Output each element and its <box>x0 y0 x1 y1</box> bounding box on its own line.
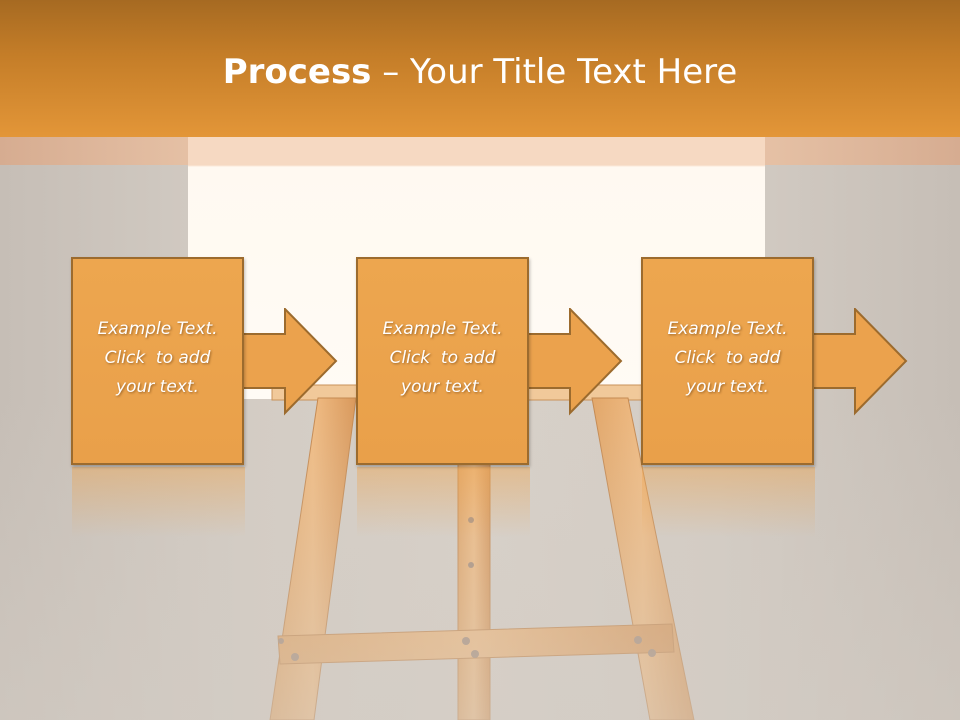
title-rest: – Your Title Text Here <box>371 52 738 92</box>
step-2-arrow-icon <box>527 308 623 416</box>
title-strong: Process <box>222 52 372 92</box>
slide-title[interactable]: Process – Your Title Text Here <box>0 52 960 92</box>
step-3-line-2: Click to add <box>674 348 781 368</box>
step-2-line-2: Click to add <box>389 348 496 368</box>
step-2-box[interactable]: Example Text. Click to add your text. <box>356 257 529 465</box>
step-3-box[interactable]: Example Text. Click to add your text. <box>641 257 814 465</box>
step-1-line-2: Click to add <box>104 348 211 368</box>
step-2-line-1: Example Text. <box>382 319 503 339</box>
step-1-arrow-icon <box>242 308 338 416</box>
step-2-text[interactable]: Example Text. Click to add your text. <box>358 315 527 402</box>
step-3-line-1: Example Text. <box>667 319 788 339</box>
step-1-box[interactable]: Example Text. Click to add your text. <box>71 257 244 465</box>
step-1-text[interactable]: Example Text. Click to add your text. <box>73 315 242 402</box>
step-1-line-3: your text. <box>116 377 199 397</box>
step-3-arrow-icon <box>812 308 908 416</box>
step-2-line-3: your text. <box>401 377 484 397</box>
step-2-reflection <box>357 467 530 537</box>
step-3-reflection <box>642 467 815 537</box>
step-1-reflection <box>72 467 245 537</box>
step-3-line-3: your text. <box>686 377 769 397</box>
title-bar: Process – Your Title Text Here <box>0 0 960 137</box>
step-3-text[interactable]: Example Text. Click to add your text. <box>643 315 812 402</box>
step-1-line-1: Example Text. <box>97 319 218 339</box>
